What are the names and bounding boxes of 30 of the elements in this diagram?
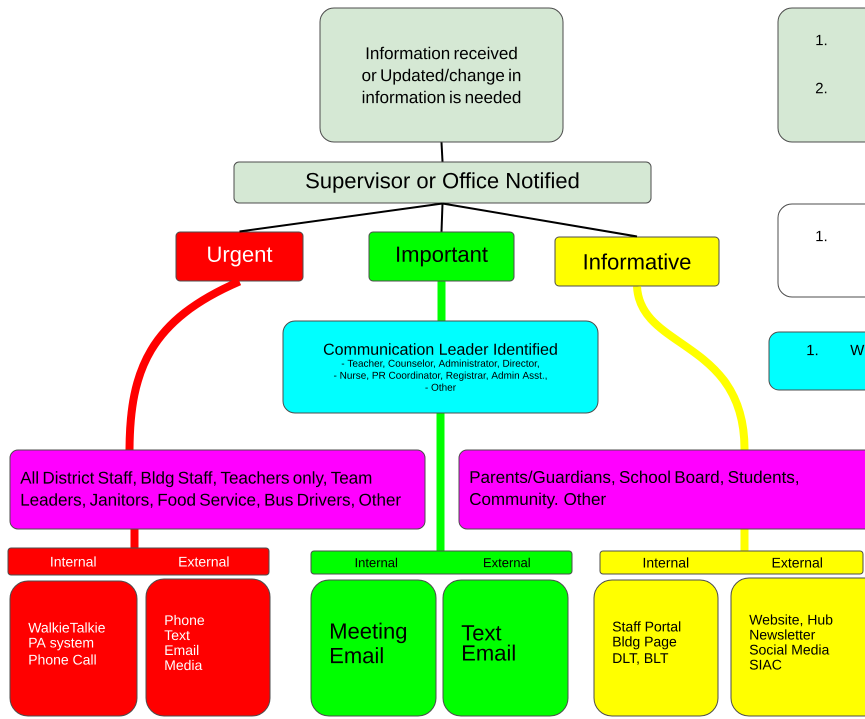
channel-box: Phone Text Email Media [146,578,270,716]
channel-header: Internal External [310,550,572,574]
connector-line [436,414,444,550]
audience-box: Parents/Guardians, School Board, Students, Community. Other [458,450,865,530]
channel-box: Text Email [442,580,568,716]
channel-box: Staff Portal Bldg Page DLT, BLT [594,580,718,716]
category-box: Important [368,232,514,282]
channel-header: Internal External [600,550,864,574]
channel-box: Meeting Email [310,580,436,716]
note-box: 1. [778,204,865,298]
note-box: 1. W [768,332,865,390]
category-box: Informative [554,236,720,286]
connector-line [442,202,638,238]
process-box: Information received or Updated/change in information is needed [320,8,564,142]
channel-box: WalkieTalkie PA system Phone Call [10,580,138,716]
process-box: Supervisor or Office Notified [234,162,652,204]
connector-line [633,286,748,450]
connector-line [440,203,444,232]
channel-box: Website, Hub Newsletter Social Media SIAC [730,578,865,716]
connector-line [438,282,446,320]
connector-line [239,202,443,232]
connector-line [130,530,138,548]
channel-header: Internal External [8,548,270,576]
process-box: Communication Leader Identified - Teacher, Counselor, Administrator, Director, - Nurse, PR Coordinator, Registrar, Admin Asst., - Other [282,320,598,414]
connector-line [440,142,444,162]
category-box: Urgent [176,232,304,282]
audience-box: All District Staff, Bldg Staff, Teachers only, Team Leaders, Janitors, Food Service, Bus Drivers, Other [10,450,426,530]
note-box: 1. 2. [778,8,865,142]
connector-line [740,530,748,550]
connector-line [126,278,242,450]
